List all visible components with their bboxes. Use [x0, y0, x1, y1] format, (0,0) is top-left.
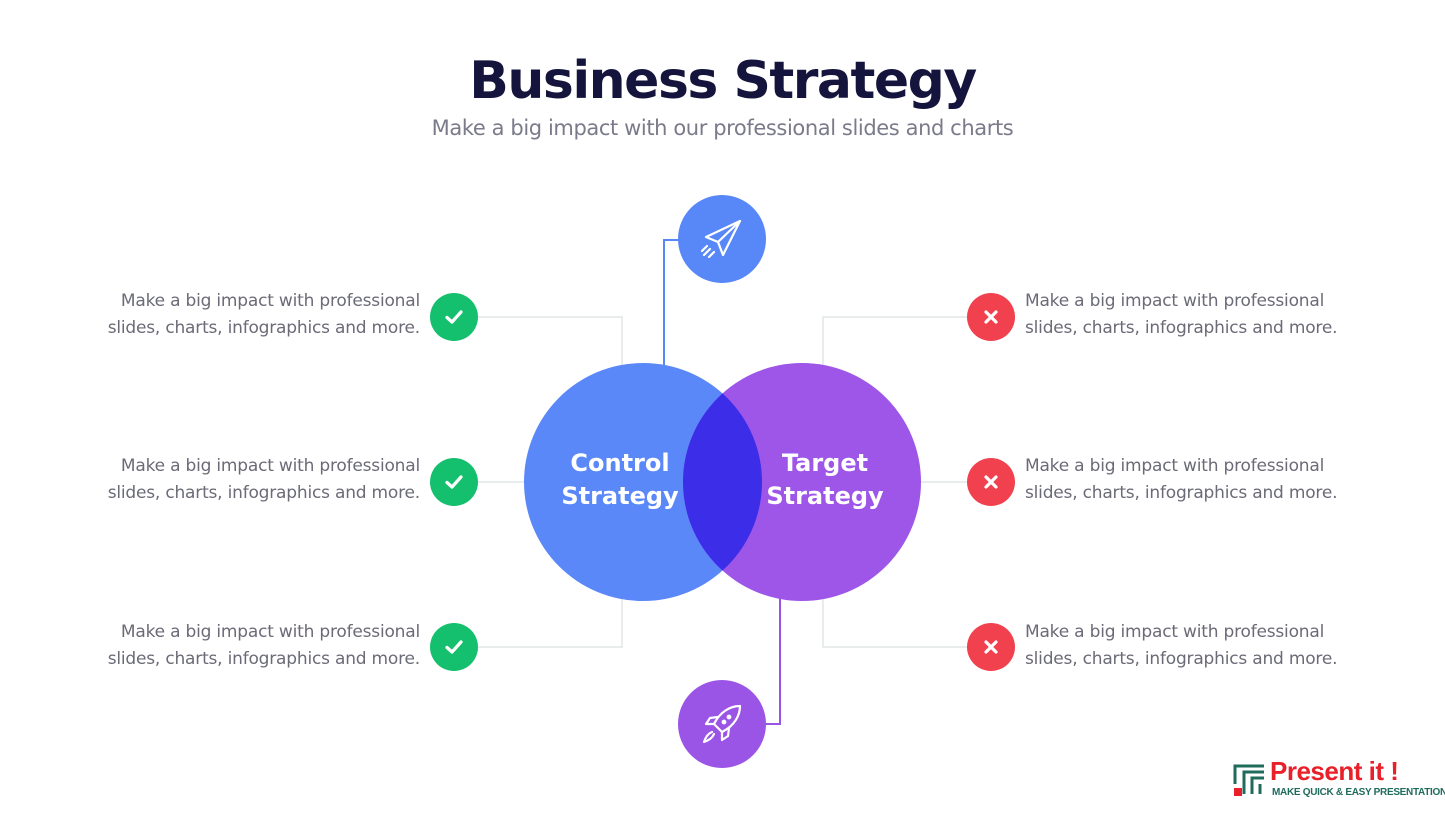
- target-strategy-label: Target Strategy: [766, 449, 884, 510]
- cross-badge-3: [967, 623, 1015, 671]
- x-icon: [984, 310, 998, 324]
- slide-subtitle: Make a big impact with our professional …: [431, 116, 1014, 140]
- top-node-connector: [663, 239, 680, 370]
- x-icon: [984, 640, 998, 654]
- check-icon: [445, 310, 463, 324]
- check-icon: [445, 640, 463, 654]
- check-badge-1: [430, 293, 478, 341]
- left-item-1-text: Make a big impact with professional slid…: [107, 291, 420, 338]
- logo-tagline: MAKE QUICK & EASY PRESENTATIONS: [1272, 787, 1445, 798]
- check-badge-2: [430, 458, 478, 506]
- check-badge-3: [430, 623, 478, 671]
- right-item-1-text: Make a big impact with professional slid…: [1025, 291, 1338, 338]
- logo-mark-icon: [1233, 764, 1264, 796]
- left-item-3-text: Make a big impact with professional slid…: [107, 622, 420, 669]
- venn-overlap: [683, 363, 762, 601]
- logo-name: Present it !: [1270, 756, 1399, 786]
- x-icon: [984, 475, 998, 489]
- brand-logo: Present it ! MAKE QUICK & EASY PRESENTAT…: [1232, 756, 1445, 804]
- left-connectors: [478, 316, 623, 648]
- slide-title: Business Strategy: [469, 51, 977, 111]
- check-icon: [445, 475, 463, 489]
- paper-plane-node: [678, 195, 766, 283]
- right-connectors: [822, 316, 967, 648]
- left-item-2-text: Make a big impact with professional slid…: [107, 456, 420, 503]
- bottom-node-connector: [764, 598, 781, 725]
- control-strategy-label: Control Strategy: [561, 449, 679, 510]
- right-item-2-text: Make a big impact with professional slid…: [1025, 456, 1338, 503]
- cross-badge-2: [967, 458, 1015, 506]
- right-item-3-text: Make a big impact with professional slid…: [1025, 622, 1338, 669]
- rocket-node: [678, 680, 766, 768]
- rocket-icon: [702, 704, 742, 744]
- paper-plane-icon: [700, 219, 742, 259]
- cross-badge-1: [967, 293, 1015, 341]
